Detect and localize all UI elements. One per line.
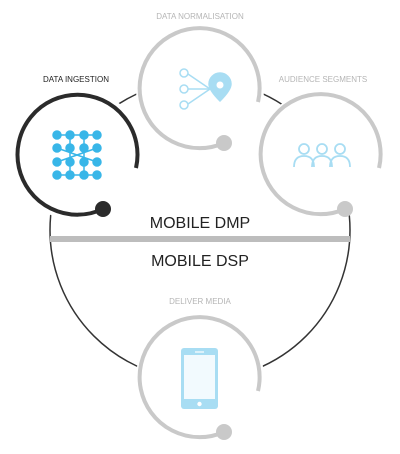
deliver-progress-dot (216, 424, 232, 440)
stage-data-normalisation[interactable]: DATA NORMALISATION (136, 12, 264, 153)
smartphone-icon (181, 348, 218, 409)
ingestion-progress-dot (95, 201, 111, 217)
stage-label-segments: AUDIENCE SEGMENTS (279, 75, 367, 84)
mobile-dmp-label: MOBILE DMP (150, 215, 250, 232)
stage-label-ingestion: DATA INGESTION (43, 75, 109, 84)
connected-location-icon (179, 68, 232, 110)
segments-progress-ring (258, 92, 383, 217)
mobile-dsp-label: MOBILE DSP (151, 253, 249, 270)
deliver-progress-ring (137, 315, 262, 440)
normalisation-progress-dot (216, 135, 232, 151)
stage-deliver-media[interactable]: DELIVER MEDIA (136, 297, 264, 442)
stage-label-normalisation: DATA NORMALISATION (156, 12, 244, 21)
segments-progress-dot (337, 201, 353, 217)
audience-group-icon (293, 143, 351, 168)
stage-data-ingestion[interactable]: DATA INGESTION (12, 75, 144, 221)
dmp-dsp-divider-bar (50, 236, 350, 242)
stage-label-deliver: DELIVER MEDIA (169, 297, 231, 306)
normalisation-progress-ring (137, 26, 262, 151)
stage-audience-segments[interactable]: AUDIENCE SEGMENTS (256, 75, 384, 219)
data-network-icon (52, 130, 102, 180)
ingestion-progress-ring (15, 92, 140, 217)
